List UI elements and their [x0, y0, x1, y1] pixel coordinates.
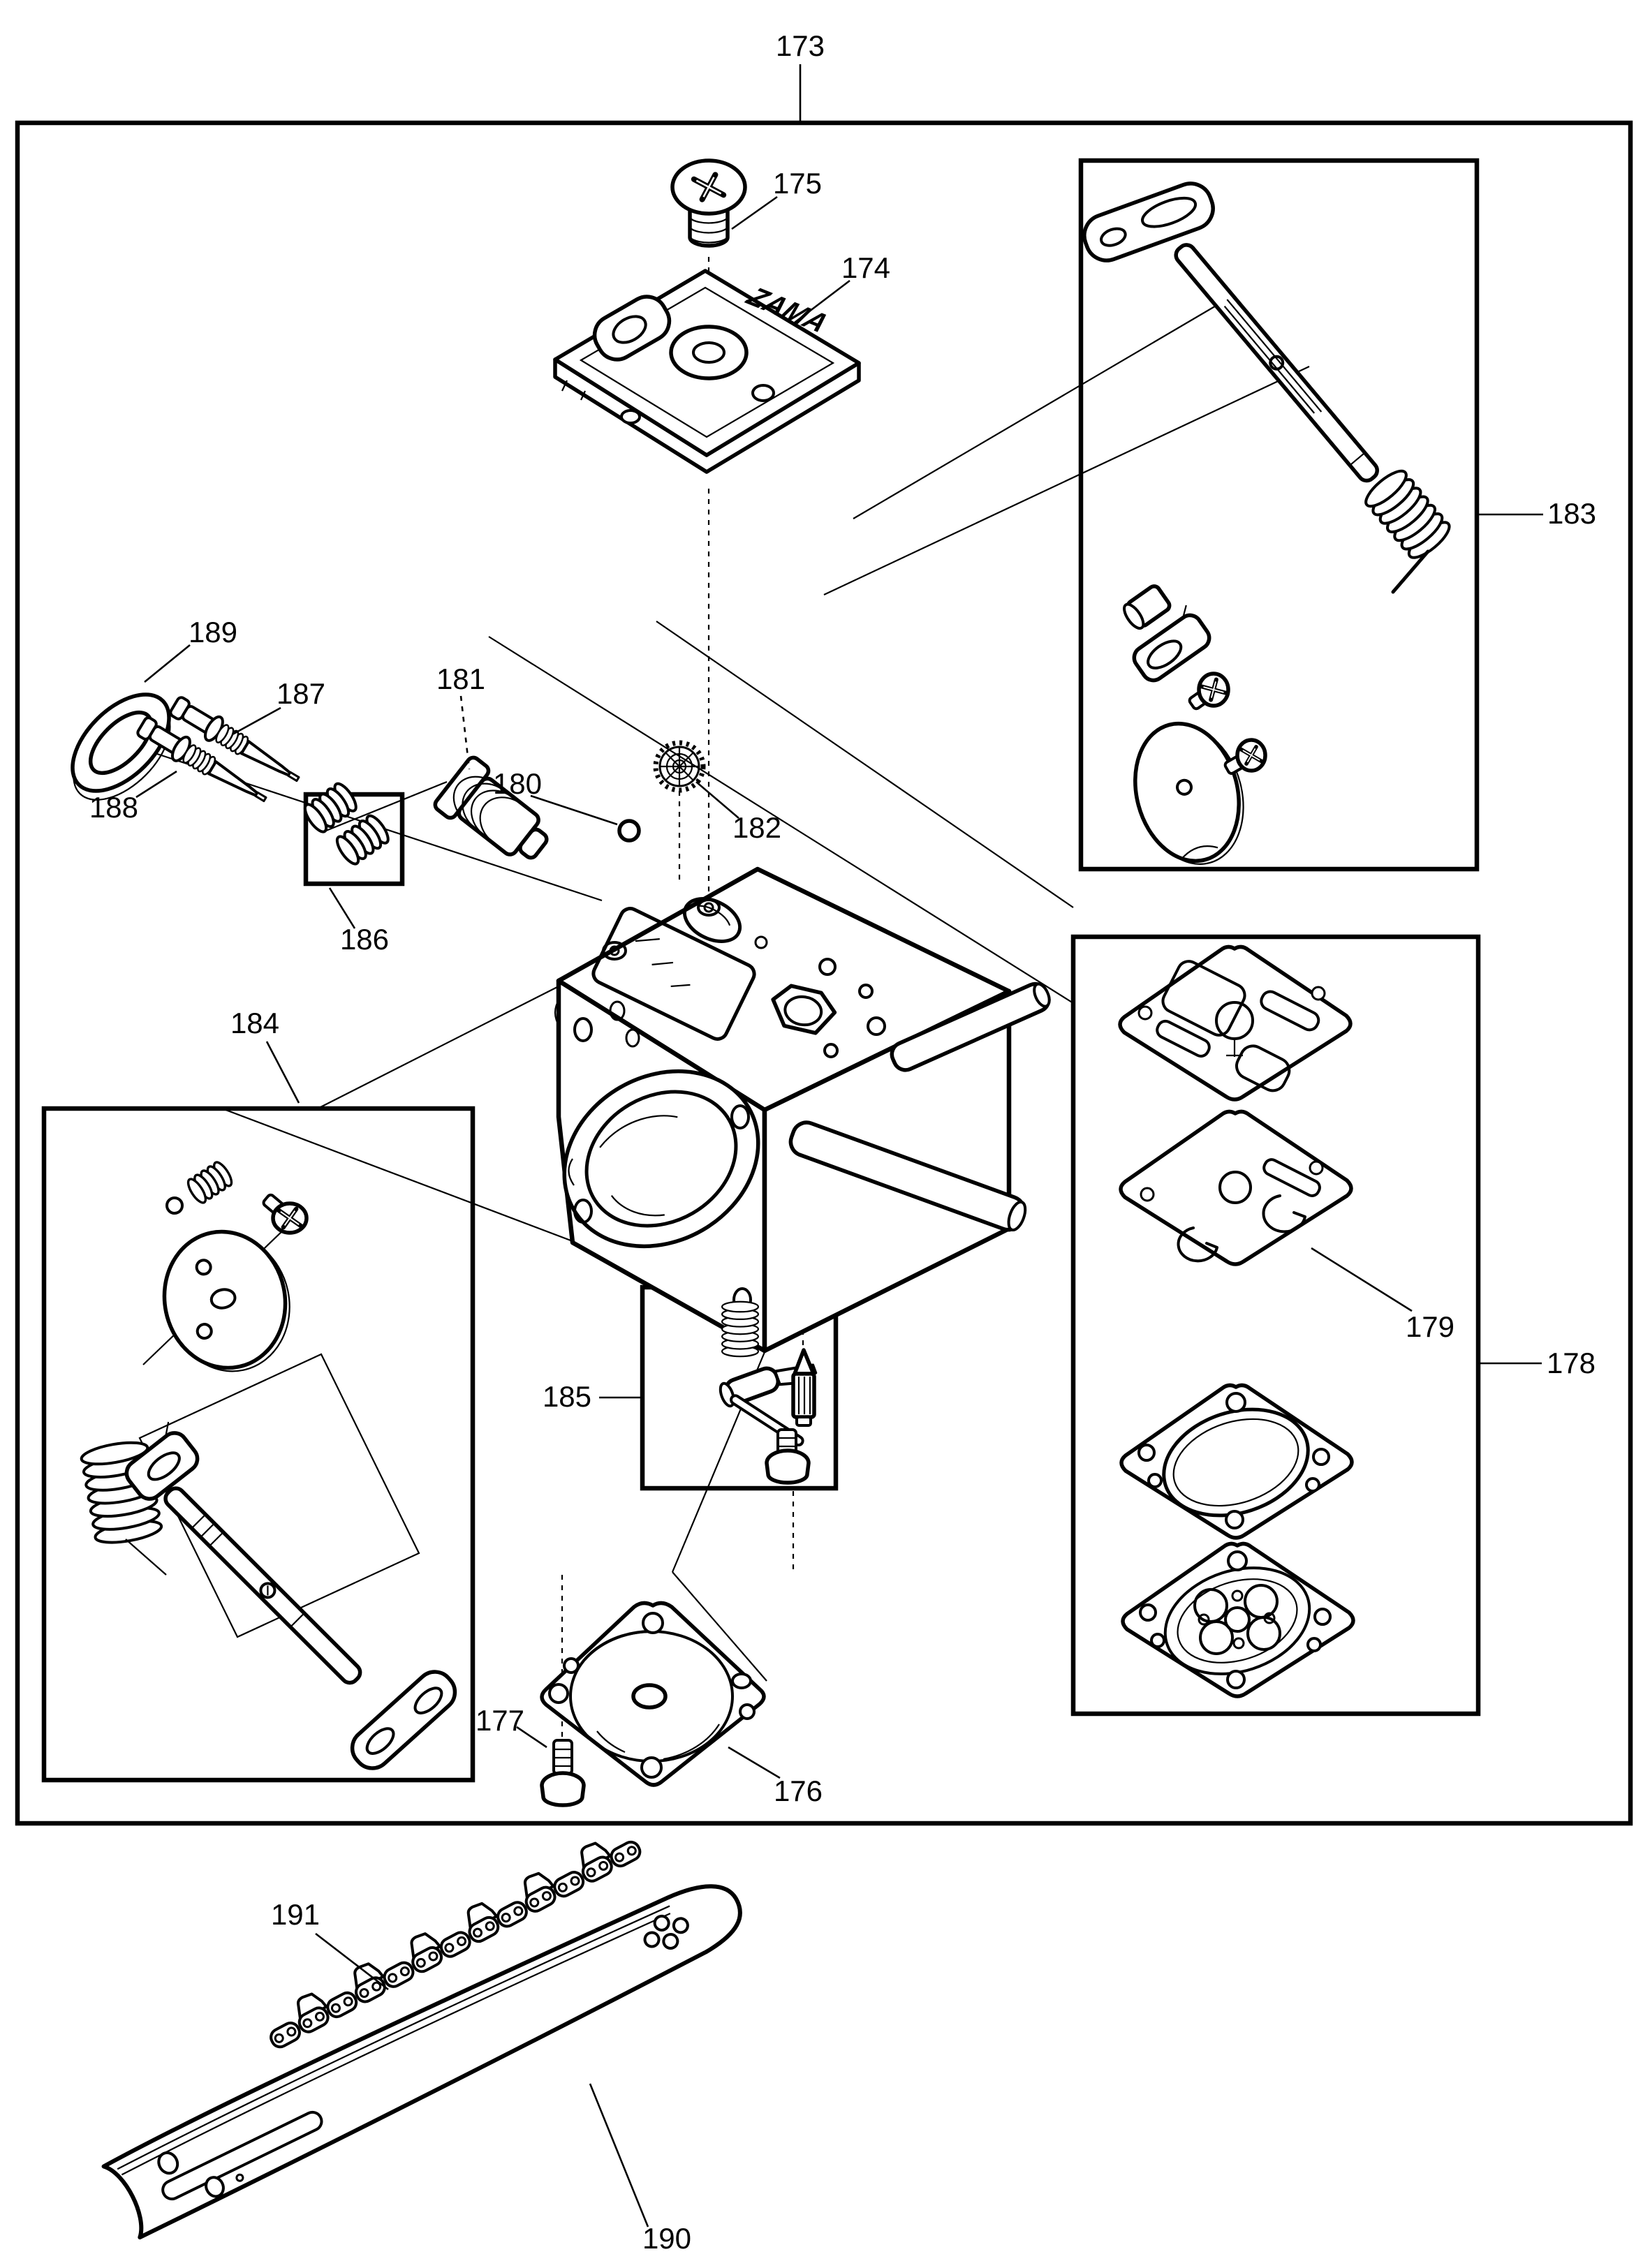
callout-173: 173: [776, 29, 825, 62]
nose-rivet: [653, 1914, 670, 1932]
callout-175: 175: [773, 167, 822, 200]
callout-191: 191: [271, 1898, 320, 1931]
callout-182: 182: [732, 811, 781, 844]
inlet-needle: [791, 1348, 816, 1427]
swivel-screw: [1188, 672, 1229, 711]
bottom-metering-diaphragm: [1121, 1541, 1355, 1698]
adjust-needle-188: [136, 716, 267, 803]
callouts: 173 174 175 176 177 178 179 180 181 182 …: [89, 29, 1596, 2255]
choke-plate: [162, 1229, 290, 1372]
guide-bar-190: [101, 1884, 742, 2240]
callout-179: 179: [1406, 1310, 1454, 1343]
diaphragm-stack-178: [1118, 944, 1355, 1698]
choke-assembly-184: [78, 1158, 457, 1770]
callout-187: 187: [277, 677, 325, 710]
callout-185: 185: [543, 1380, 591, 1413]
springs-box-186: [303, 792, 405, 887]
detent-ball: [165, 1196, 184, 1215]
choke-box-184: [41, 1106, 476, 1783]
callout-183: 183: [1547, 497, 1596, 530]
fuel-inlet-cavity: [771, 984, 837, 1035]
callout-186: 186: [340, 923, 389, 956]
callout-181: 181: [436, 662, 485, 695]
callout-184: 184: [230, 1007, 279, 1039]
ball-180: [617, 819, 641, 843]
throttle-shaft-assembly-183: [1082, 181, 1456, 865]
callout-190: 190: [642, 2222, 691, 2255]
callout-174: 174: [841, 251, 890, 284]
choke-screw: [262, 1193, 307, 1235]
carburetor-body: [554, 866, 1051, 1354]
plug-181: [433, 755, 549, 860]
adjust-needle-187: [169, 696, 300, 783]
callout-180: 180: [493, 767, 542, 800]
nose-rivet: [672, 1917, 689, 1934]
callout-177: 177: [476, 1704, 524, 1737]
nose-rivet: [643, 1931, 661, 1948]
diaphragm-box-178: [1070, 934, 1481, 1717]
diaphragm-screw-177: [540, 1739, 586, 1807]
choke-shaft: [163, 1486, 362, 1685]
metering-needle-group-185: [719, 1300, 818, 1485]
cover-plate-174: ZAMA: [553, 269, 861, 474]
callout-178: 178: [1547, 1347, 1596, 1379]
cover-screw-175: [670, 158, 747, 248]
nose-rivet: [662, 1932, 679, 1950]
callout-176: 176: [774, 1774, 823, 1807]
main-frame-173: [15, 120, 1633, 1826]
leader-lines: [135, 64, 1543, 2228]
metering-gasket: [1119, 1383, 1354, 1540]
inlet-screen-182: [653, 740, 706, 793]
metering-diaphragm-176: [540, 1601, 766, 1787]
callout-188: 188: [89, 791, 138, 824]
choke-clip: [124, 1421, 200, 1501]
lever-screw: [765, 1428, 811, 1485]
pump-diaphragm: [1118, 944, 1353, 1102]
callout-189: 189: [189, 616, 237, 648]
pump-gasket-179: [1119, 1109, 1353, 1266]
choke-lever: [350, 1670, 457, 1770]
throttle-plate-screw: [1223, 738, 1267, 775]
throttle-plate: [1133, 721, 1244, 865]
